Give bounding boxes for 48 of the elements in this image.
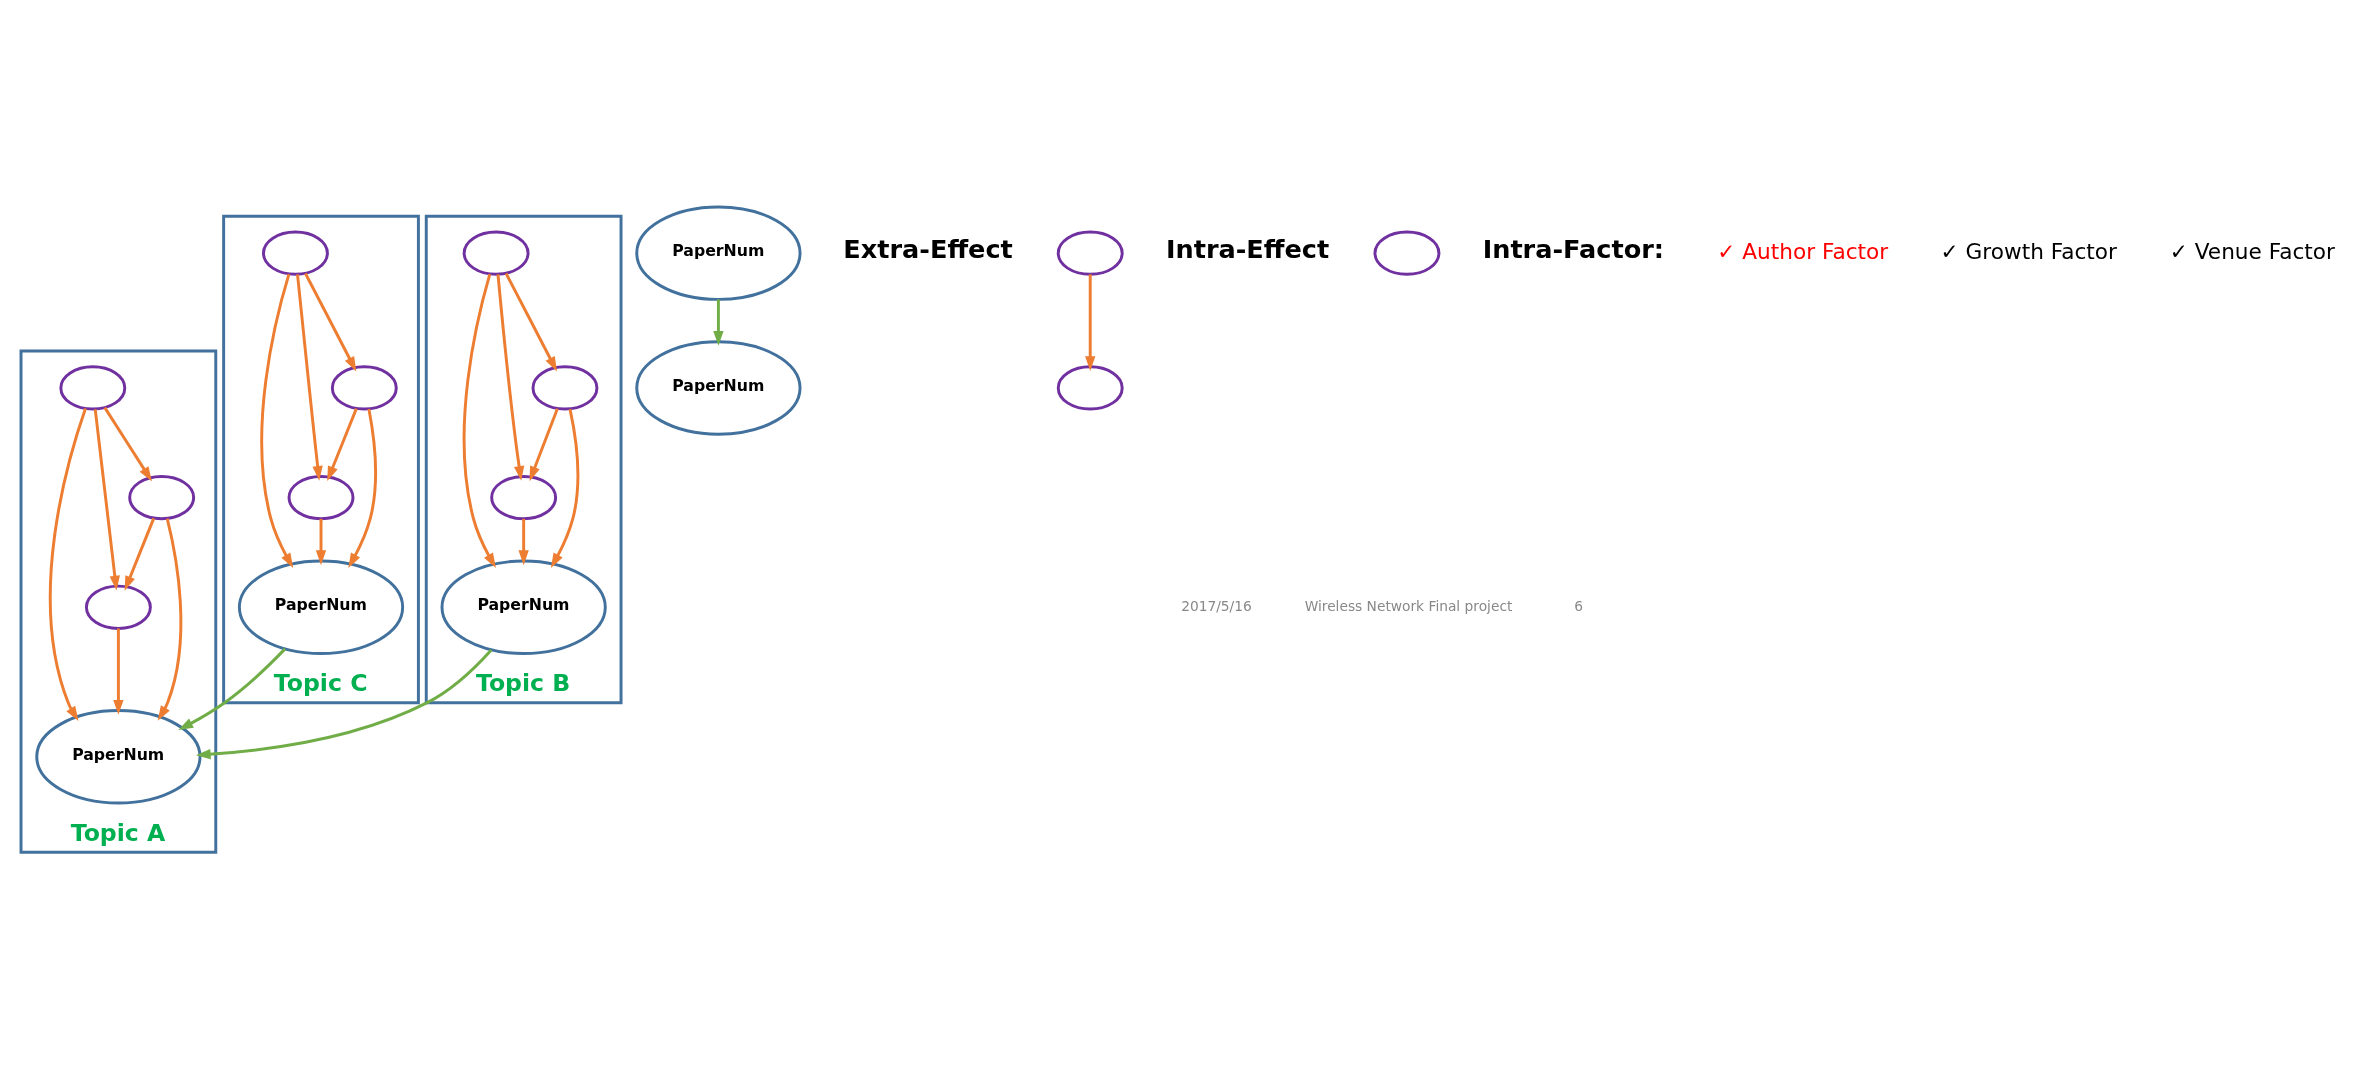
label: Intra-Factor: — [1482, 234, 1665, 265]
arrow — [113, 628, 124, 715]
arrow — [462, 273, 496, 569]
arrow — [124, 517, 156, 591]
node-circle — [462, 230, 530, 276]
node-circle — [1056, 365, 1124, 411]
node-ellipse: PaperNum — [635, 340, 802, 436]
node-circle — [287, 474, 355, 521]
arrow — [496, 274, 525, 481]
arrow — [1085, 274, 1096, 372]
arrow — [93, 409, 120, 591]
node-circle — [128, 474, 196, 521]
node-circle — [531, 365, 599, 411]
arrow — [195, 649, 493, 760]
arrow — [713, 299, 724, 346]
node-ellipse: PaperNum — [635, 205, 802, 301]
arrow — [260, 273, 294, 569]
arrow — [348, 408, 377, 568]
node-circle — [330, 365, 398, 411]
node-circle — [59, 365, 127, 411]
arrow — [550, 408, 580, 568]
label: Extra-Effect — [843, 234, 1013, 265]
node-circle — [1056, 230, 1124, 276]
label: ✓ Author Factor — [1717, 238, 1889, 264]
node-ellipse: PaperNum — [440, 559, 607, 655]
label: Intra-Effect — [1165, 234, 1330, 265]
arrow — [103, 406, 152, 482]
label: ✓ Growth Factor — [1940, 238, 2117, 264]
label: 2017/5/16 — [1181, 597, 1252, 614]
arrow — [327, 408, 358, 482]
node-ellipse: PaperNum — [237, 559, 405, 655]
arrow — [157, 518, 183, 721]
arrow — [518, 518, 529, 566]
node-circle — [262, 230, 329, 276]
arrow — [315, 518, 327, 566]
label: ✓ Venue Factor — [2169, 238, 2335, 264]
label: 6 — [1574, 597, 1583, 614]
arrow — [296, 274, 323, 481]
arrow — [504, 272, 557, 372]
node-circle — [1373, 230, 1441, 276]
node-ellipse: PaperNum — [35, 709, 202, 805]
arrow — [529, 408, 559, 482]
label: Wireless Network Final project — [1304, 597, 1513, 614]
arrow — [48, 408, 87, 721]
node-circle — [490, 474, 558, 521]
arrow — [304, 272, 357, 372]
arrow — [178, 647, 287, 730]
node-circle — [84, 584, 152, 630]
